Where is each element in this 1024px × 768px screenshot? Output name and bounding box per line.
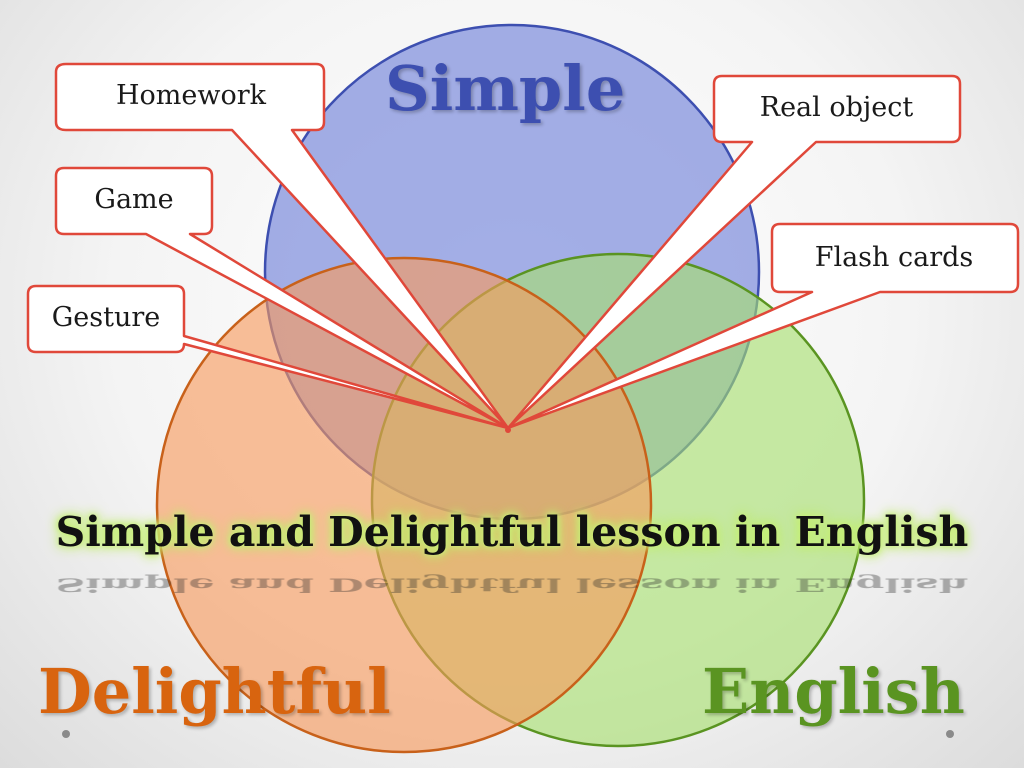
callout-text-gesture: Gesture	[51, 302, 161, 333]
center-caption: Simple and Delightful lesson in English	[55, 508, 969, 556]
callout-focus-point	[505, 427, 511, 433]
center-caption-reflection: Simple and Delightful lesson in English	[55, 574, 969, 596]
callout-real-object	[506, 74, 962, 430]
callout-text-flash-cards: Flash cards	[814, 242, 974, 273]
circle-delightful	[155, 256, 653, 754]
callout-text-real-object: Real object	[759, 92, 914, 123]
set-label-delightful: Delightful	[38, 655, 391, 728]
callout-flash-cards	[506, 222, 1020, 430]
decorative-dot-right	[946, 730, 954, 738]
callout-text-game: Game	[94, 184, 174, 215]
callout-text-homework: Homework	[115, 80, 267, 111]
set-label-simple: Simple	[385, 52, 626, 125]
callout-gesture	[26, 284, 510, 430]
callout-homework	[54, 62, 510, 430]
set-label-english: English	[702, 655, 965, 728]
decorative-dot-left	[62, 730, 70, 738]
callout-game	[54, 166, 510, 430]
